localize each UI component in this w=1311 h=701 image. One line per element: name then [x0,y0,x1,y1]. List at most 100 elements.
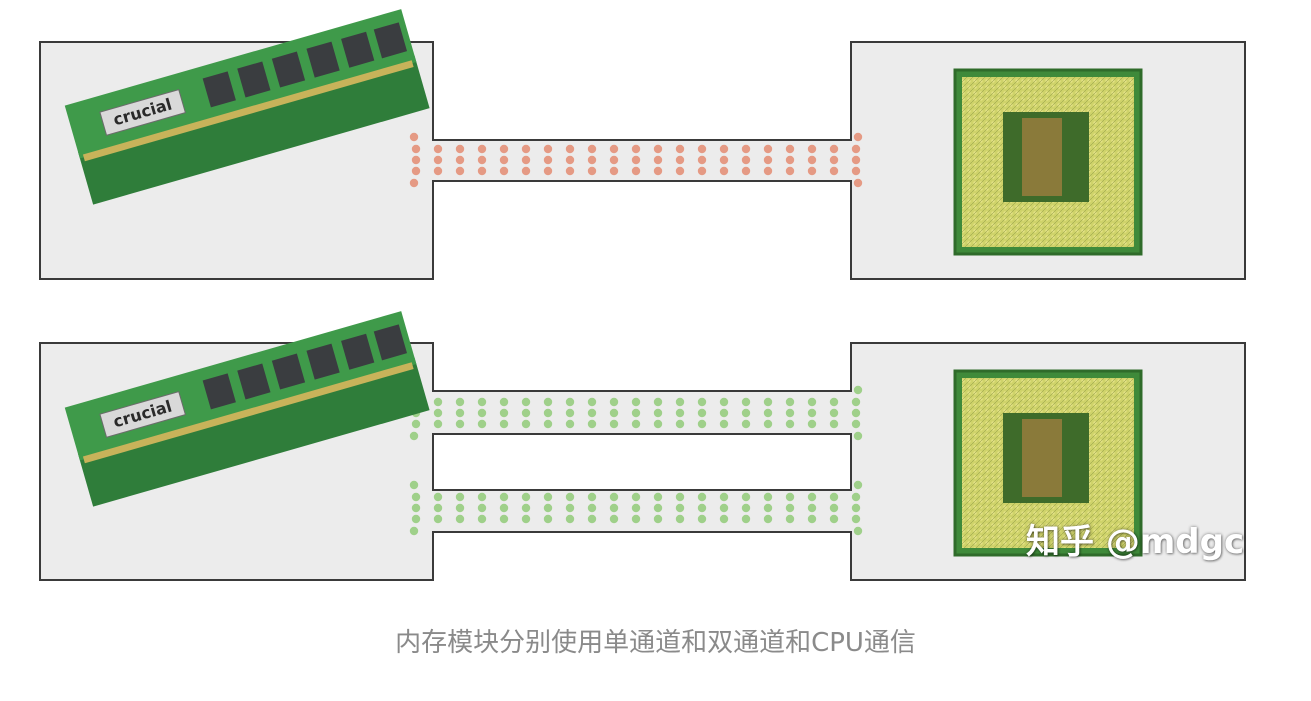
bus-dot [565,166,575,176]
bus-dot [741,514,751,524]
bus-dot [763,155,773,165]
bus-dot [785,144,795,154]
bus-dot [697,144,707,154]
bus-dot [609,503,619,513]
figure-caption: 内存模块分别使用单通道和双通道和CPU通信 [395,628,916,658]
bus-dot [763,492,773,502]
bus-dot [741,155,751,165]
bus-dot [565,144,575,154]
bus-dot [477,144,487,154]
bus-edge-dot [853,480,863,490]
bus-dot [609,155,619,165]
bus-dot [433,155,443,165]
bus-dot [741,144,751,154]
bus-dot [653,419,663,429]
bus-dot [719,397,729,407]
bus-dot [807,144,817,154]
bus-dot [785,419,795,429]
bus-dot [609,492,619,502]
bus-dot [477,492,487,502]
bus-dot [785,408,795,418]
bus-dot [763,408,773,418]
bus-dot [829,166,839,176]
single-channel-bus-dots [409,132,863,188]
bus-dot [455,514,465,524]
bus-dot [653,408,663,418]
bus-dot [565,514,575,524]
bus-dot [543,408,553,418]
bus-dot [411,144,421,154]
watermark: 知乎 @mdgc [1026,522,1245,562]
bus-edge-dot [853,385,863,395]
bus-dot [411,155,421,165]
bus-dot [499,166,509,176]
bus-dot [807,419,817,429]
bus-dot [653,155,663,165]
bus-dot [675,144,685,154]
bus-dot [675,503,685,513]
bus-dot [763,144,773,154]
bus-dot [499,408,509,418]
cpu-socket-icon [953,369,1143,557]
bus-dot [455,397,465,407]
bus-dot [697,155,707,165]
bus-dot [851,492,861,502]
bus-dot [587,492,597,502]
bus-edge-dot [853,132,863,142]
bus-dot [521,166,531,176]
bus-dot [851,155,861,165]
bus-dot [543,492,553,502]
bus-dot [565,492,575,502]
bus-dot [653,492,663,502]
bus-edge-dot [409,431,419,441]
bus-dot [433,419,443,429]
ram-module-icon: crucial [64,9,430,205]
bus-dot [719,419,729,429]
bus-dot [675,166,685,176]
bus-dot [829,397,839,407]
bus-dot [455,492,465,502]
bus-dot [587,514,597,524]
bus-dot [609,419,619,429]
bus-dot [565,419,575,429]
bus-dot [697,492,707,502]
bus-dot [675,419,685,429]
bus-dot [499,514,509,524]
bus-dot [741,166,751,176]
bus-dot [785,503,795,513]
bus-dot [829,144,839,154]
bus-dot [411,514,421,524]
bus-dot [477,155,487,165]
bus-dot [829,503,839,513]
bus-dot [785,155,795,165]
bus-dot [631,397,641,407]
bus-dot [433,397,443,407]
bus-dot [433,166,443,176]
bus-edge-dot [853,526,863,536]
bus-dot [653,503,663,513]
bus-dot [763,514,773,524]
bus-dot [455,408,465,418]
dual-channel-diagram: crucial [39,311,1246,581]
bus-dot [433,492,443,502]
bus-dot [521,503,531,513]
bus-dot [433,503,443,513]
bus-dot [521,144,531,154]
bus-dot [477,419,487,429]
bus-dot [631,144,641,154]
bus-dot [719,408,729,418]
bus-dot [543,144,553,154]
bus-dot [653,166,663,176]
bus-dot [455,155,465,165]
bus-dot [543,514,553,524]
bus-dot [631,514,641,524]
bus-dot [697,514,707,524]
bus-dot [675,155,685,165]
bus-dot [631,166,641,176]
bus-dot [499,144,509,154]
bus-dot [455,166,465,176]
bus-dot [565,503,575,513]
bus-dot [587,397,597,407]
bus-dot [719,166,729,176]
bus-dot [521,492,531,502]
